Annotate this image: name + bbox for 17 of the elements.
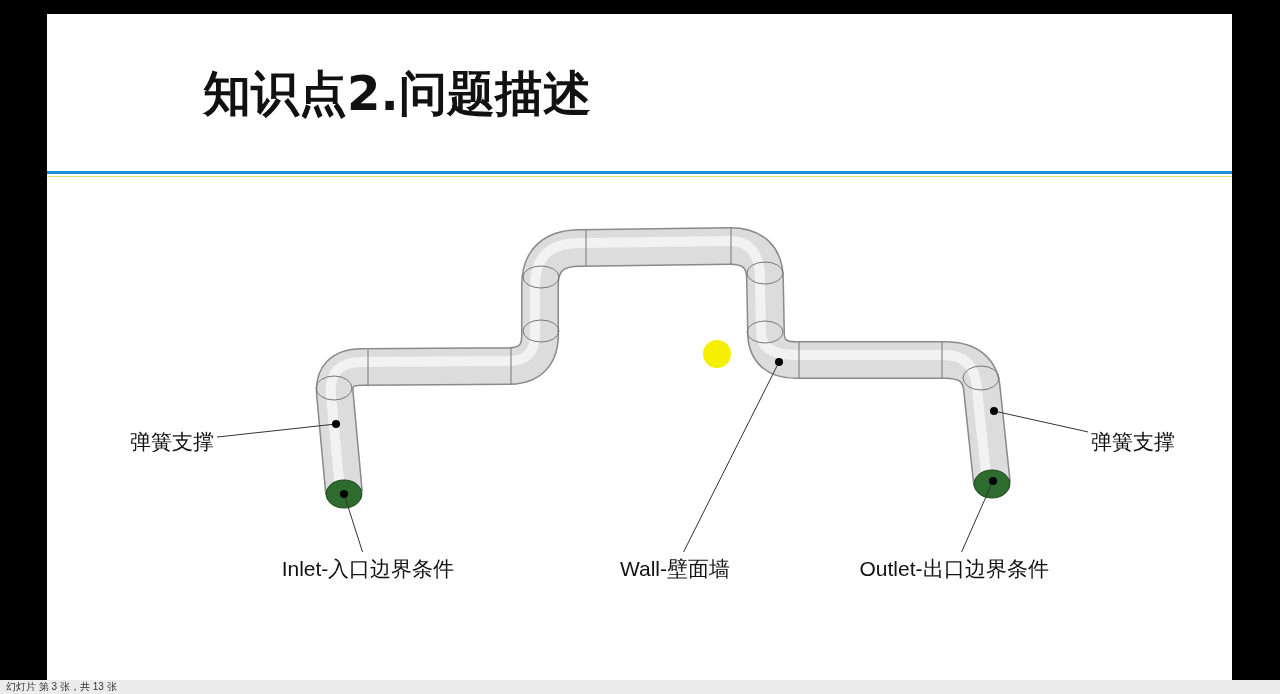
leader-line [683,365,778,553]
callout-label: 弹簧支撑 [1091,428,1175,456]
leader-dot [340,490,348,498]
leader-line [344,497,364,553]
leader-dot [332,420,340,428]
callout-label: 弹簧支撑 [130,428,214,456]
slide-title: 知识点2.问题描述 [203,64,591,123]
callout-label: Outlet-出口边界条件 [859,555,1049,583]
leader-dot [990,407,998,415]
leader-line [961,484,992,553]
slide-counter: 幻灯片 第 3 张，共 13 张 [6,681,117,693]
callout-label: Inlet-入口边界条件 [281,555,455,583]
leader-line [216,423,333,438]
leader-line [997,411,1089,433]
leader-dot [775,358,783,366]
leader-dot [989,477,997,485]
callout-label: Wall-壁面墙 [620,555,730,583]
